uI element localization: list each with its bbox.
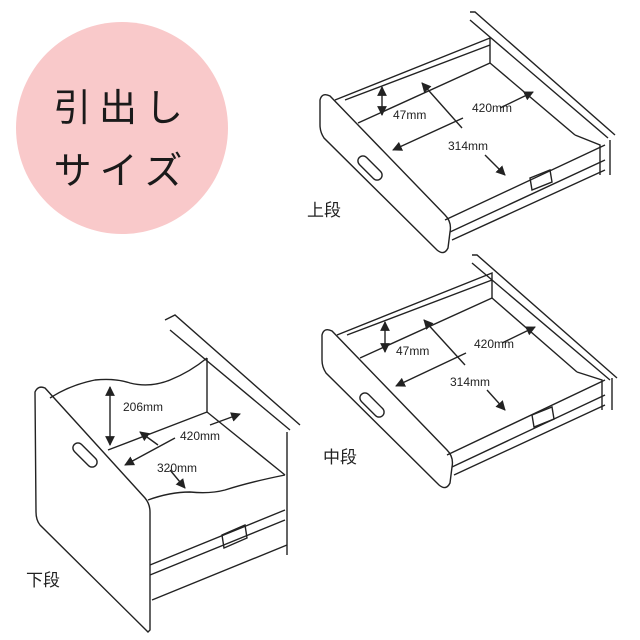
middle-depth-dim: 420mm [474,337,514,351]
label-bottom-drawer: 下段 [26,571,60,591]
middle-width-dim: 314mm [450,375,490,389]
middle-height-dim: 47mm [396,344,429,358]
label-top-drawer: 上段 [307,201,341,221]
label-middle-drawer: 中段 [323,448,357,468]
drawer-middle: 47mm 420mm 314mm [321,254,618,489]
title-badge: 引出し サイズ [16,22,228,234]
bottom-width-dim: 320mm [157,461,197,475]
top-height-dim: 47mm [393,108,426,122]
title-line-1: 引出し [52,86,191,130]
top-width-dim: 314mm [448,139,488,153]
drawer-bottom: 206mm 420mm 320mm [34,314,301,633]
top-depth-dim: 420mm [472,101,512,115]
bottom-depth-dim: 420mm [180,429,220,443]
bottom-height-dim: 206mm [123,400,163,414]
title-line-2: サイズ [53,149,191,193]
drawer-top: 47mm 420mm 314mm [319,11,616,254]
